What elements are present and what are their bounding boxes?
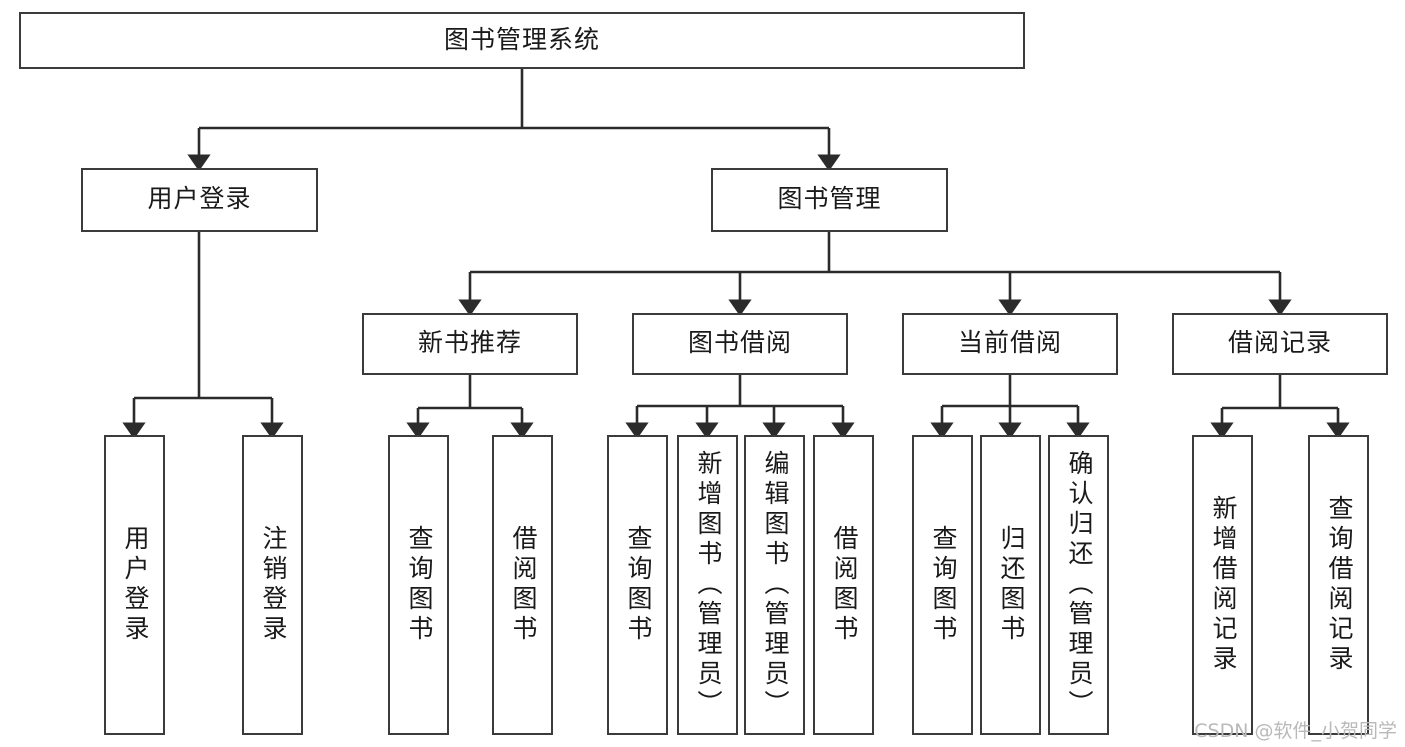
leaf-borrow-add-book-admin[interactable]: 新增图书（管理员） bbox=[677, 435, 738, 735]
leaf-current-query-book[interactable]: 查询图书 bbox=[912, 435, 973, 735]
csdn-watermark: CSDN @软件_小贺同学 bbox=[1194, 720, 1397, 742]
leaf-current-return-book[interactable]: 归还图书 bbox=[980, 435, 1041, 735]
leaf-current-confirm-return-admin[interactable]: 确认归还（管理员） bbox=[1048, 435, 1109, 735]
leaf-user-login-logout[interactable]: 注销登录 bbox=[242, 435, 303, 735]
leaf-label: 借阅图书 bbox=[830, 525, 858, 645]
leaf-label: 编辑图书（管理员） bbox=[761, 450, 789, 720]
node-new-book-recommend[interactable]: 新书推荐 bbox=[362, 313, 578, 375]
node-borrow-record[interactable]: 借阅记录 bbox=[1172, 313, 1388, 375]
leaf-label: 查询图书 bbox=[405, 525, 433, 645]
leaf-borrow-edit-book-admin[interactable]: 编辑图书（管理员） bbox=[744, 435, 805, 735]
leaf-borrow-borrow-book[interactable]: 借阅图书 bbox=[813, 435, 874, 735]
leaf-label: 查询借阅记录 bbox=[1325, 495, 1353, 675]
leaf-label: 用户登录 bbox=[121, 525, 149, 645]
node-current-borrow[interactable]: 当前借阅 bbox=[902, 313, 1118, 375]
leaf-record-add-record[interactable]: 新增借阅记录 bbox=[1192, 435, 1253, 735]
node-root-system[interactable]: 图书管理系统 bbox=[19, 12, 1025, 69]
leaf-label: 归还图书 bbox=[997, 525, 1025, 645]
leaf-label: 确认归还（管理员） bbox=[1065, 450, 1093, 720]
leaf-label: 新增图书（管理员） bbox=[694, 450, 722, 720]
leaf-recommend-borrow-book[interactable]: 借阅图书 bbox=[492, 435, 553, 735]
leaf-recommend-query-book[interactable]: 查询图书 bbox=[388, 435, 449, 735]
leaf-user-login-login[interactable]: 用户登录 bbox=[104, 435, 165, 735]
node-book-borrow[interactable]: 图书借阅 bbox=[632, 313, 848, 375]
leaf-label: 查询图书 bbox=[929, 525, 957, 645]
node-book-management[interactable]: 图书管理 bbox=[711, 168, 948, 232]
leaf-borrow-query-book[interactable]: 查询图书 bbox=[607, 435, 668, 735]
leaf-label: 新增借阅记录 bbox=[1209, 495, 1237, 675]
node-user-login[interactable]: 用户登录 bbox=[81, 168, 318, 232]
leaf-label: 注销登录 bbox=[259, 525, 287, 645]
leaf-label: 借阅图书 bbox=[509, 525, 537, 645]
leaf-record-query-record[interactable]: 查询借阅记录 bbox=[1308, 435, 1369, 735]
leaf-label: 查询图书 bbox=[624, 525, 652, 645]
